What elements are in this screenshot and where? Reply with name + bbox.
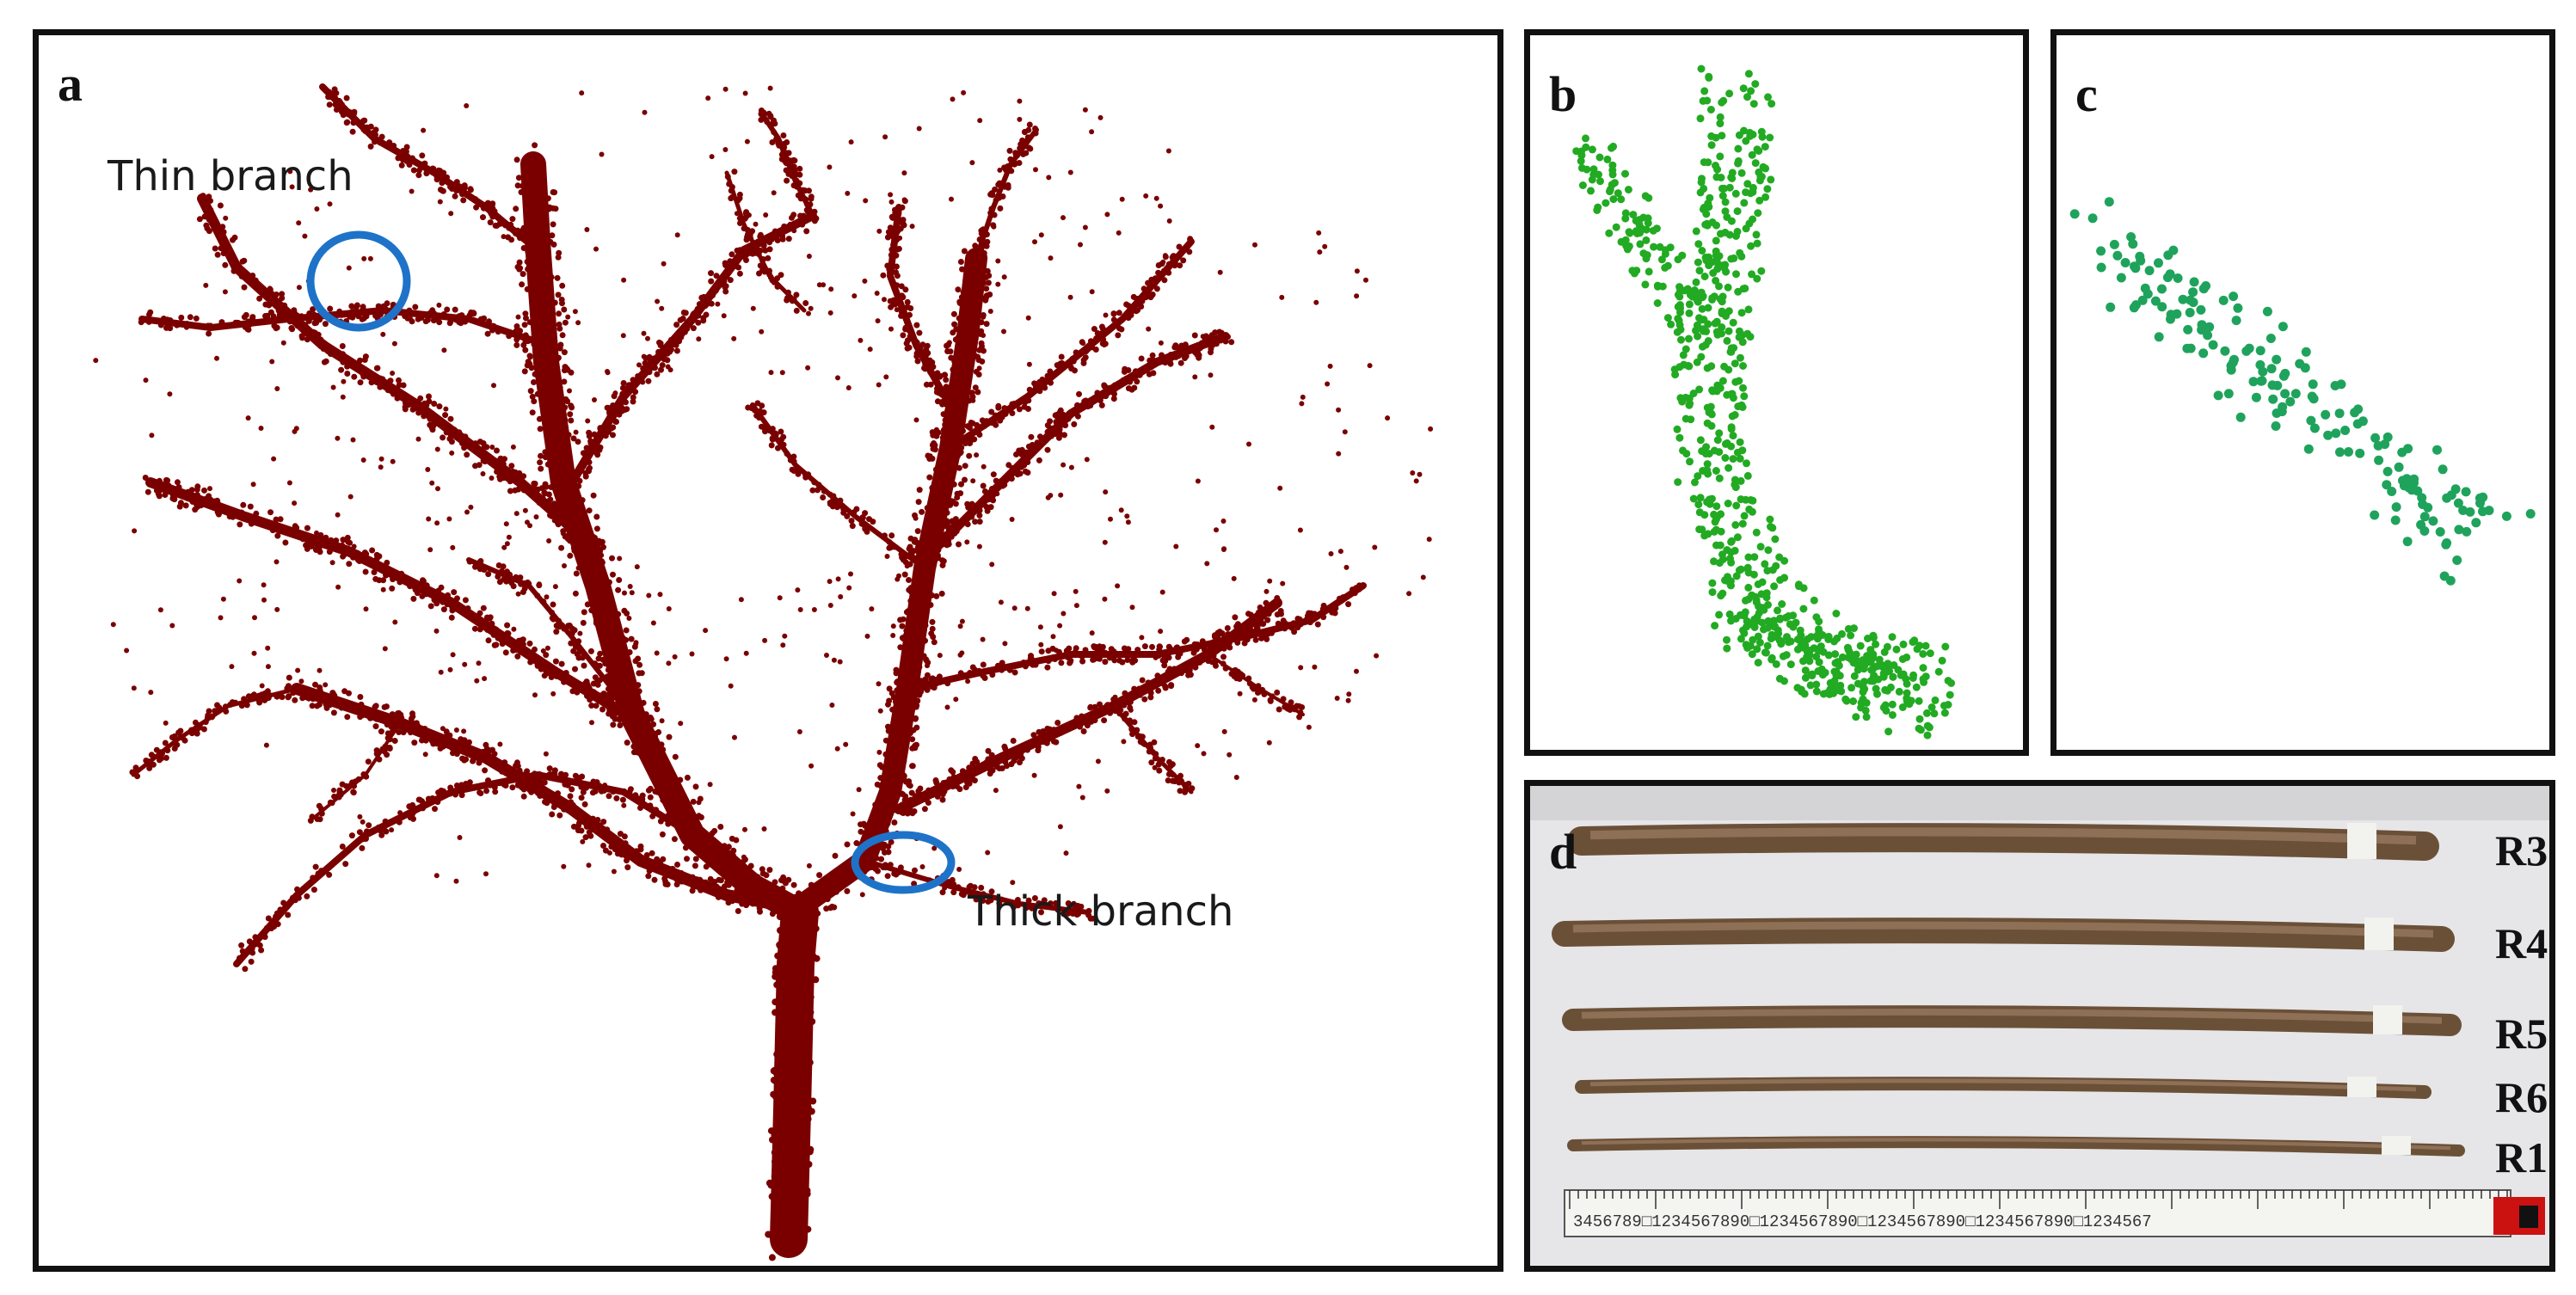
root-label-r4: R4 [2495, 919, 2548, 967]
panel-b-label: b [1549, 66, 1577, 122]
root-r5 [1562, 1005, 2462, 1036]
root-label-r1: R1 [2495, 1133, 2548, 1181]
root-r4 [1552, 918, 2455, 952]
panel-a: a Thin branch Thick branch [33, 29, 1503, 1272]
panel-d-label: d [1549, 824, 1577, 880]
tree-point-cloud [93, 83, 1434, 1261]
root-r6 [1575, 1077, 2432, 1099]
root-label-r5: R5 [2495, 1010, 2548, 1058]
root-r3 [1567, 823, 2439, 861]
thin-branch-point-cloud [2069, 197, 2536, 586]
root-r1 [1567, 1136, 2465, 1157]
root-label-r6: R6 [2495, 1073, 2548, 1121]
thick-branch-ring [851, 831, 956, 894]
thin-branch-annotation: Thin branch [108, 152, 354, 200]
root-samples-photo: 3456789□1234567890□1234567890□1234567890… [1530, 786, 2549, 1266]
thick-branch-point-cloud [1572, 64, 1956, 740]
ruler-numbers: 3456789□1234567890□1234567890□1234567890… [1573, 1212, 2152, 1231]
panel-c: c [2050, 29, 2555, 756]
thin-branch-ring [306, 230, 411, 332]
panel-a-label: a [58, 56, 83, 112]
panel-d: 3456789□1234567890□1234567890□1234567890… [1524, 780, 2555, 1272]
thick-branch-annotation: Thick branch [968, 887, 1234, 936]
root-label-r3: R3 [2495, 826, 2548, 875]
panel-c-label: c [2075, 66, 2098, 122]
panel-b: b [1524, 29, 2029, 756]
